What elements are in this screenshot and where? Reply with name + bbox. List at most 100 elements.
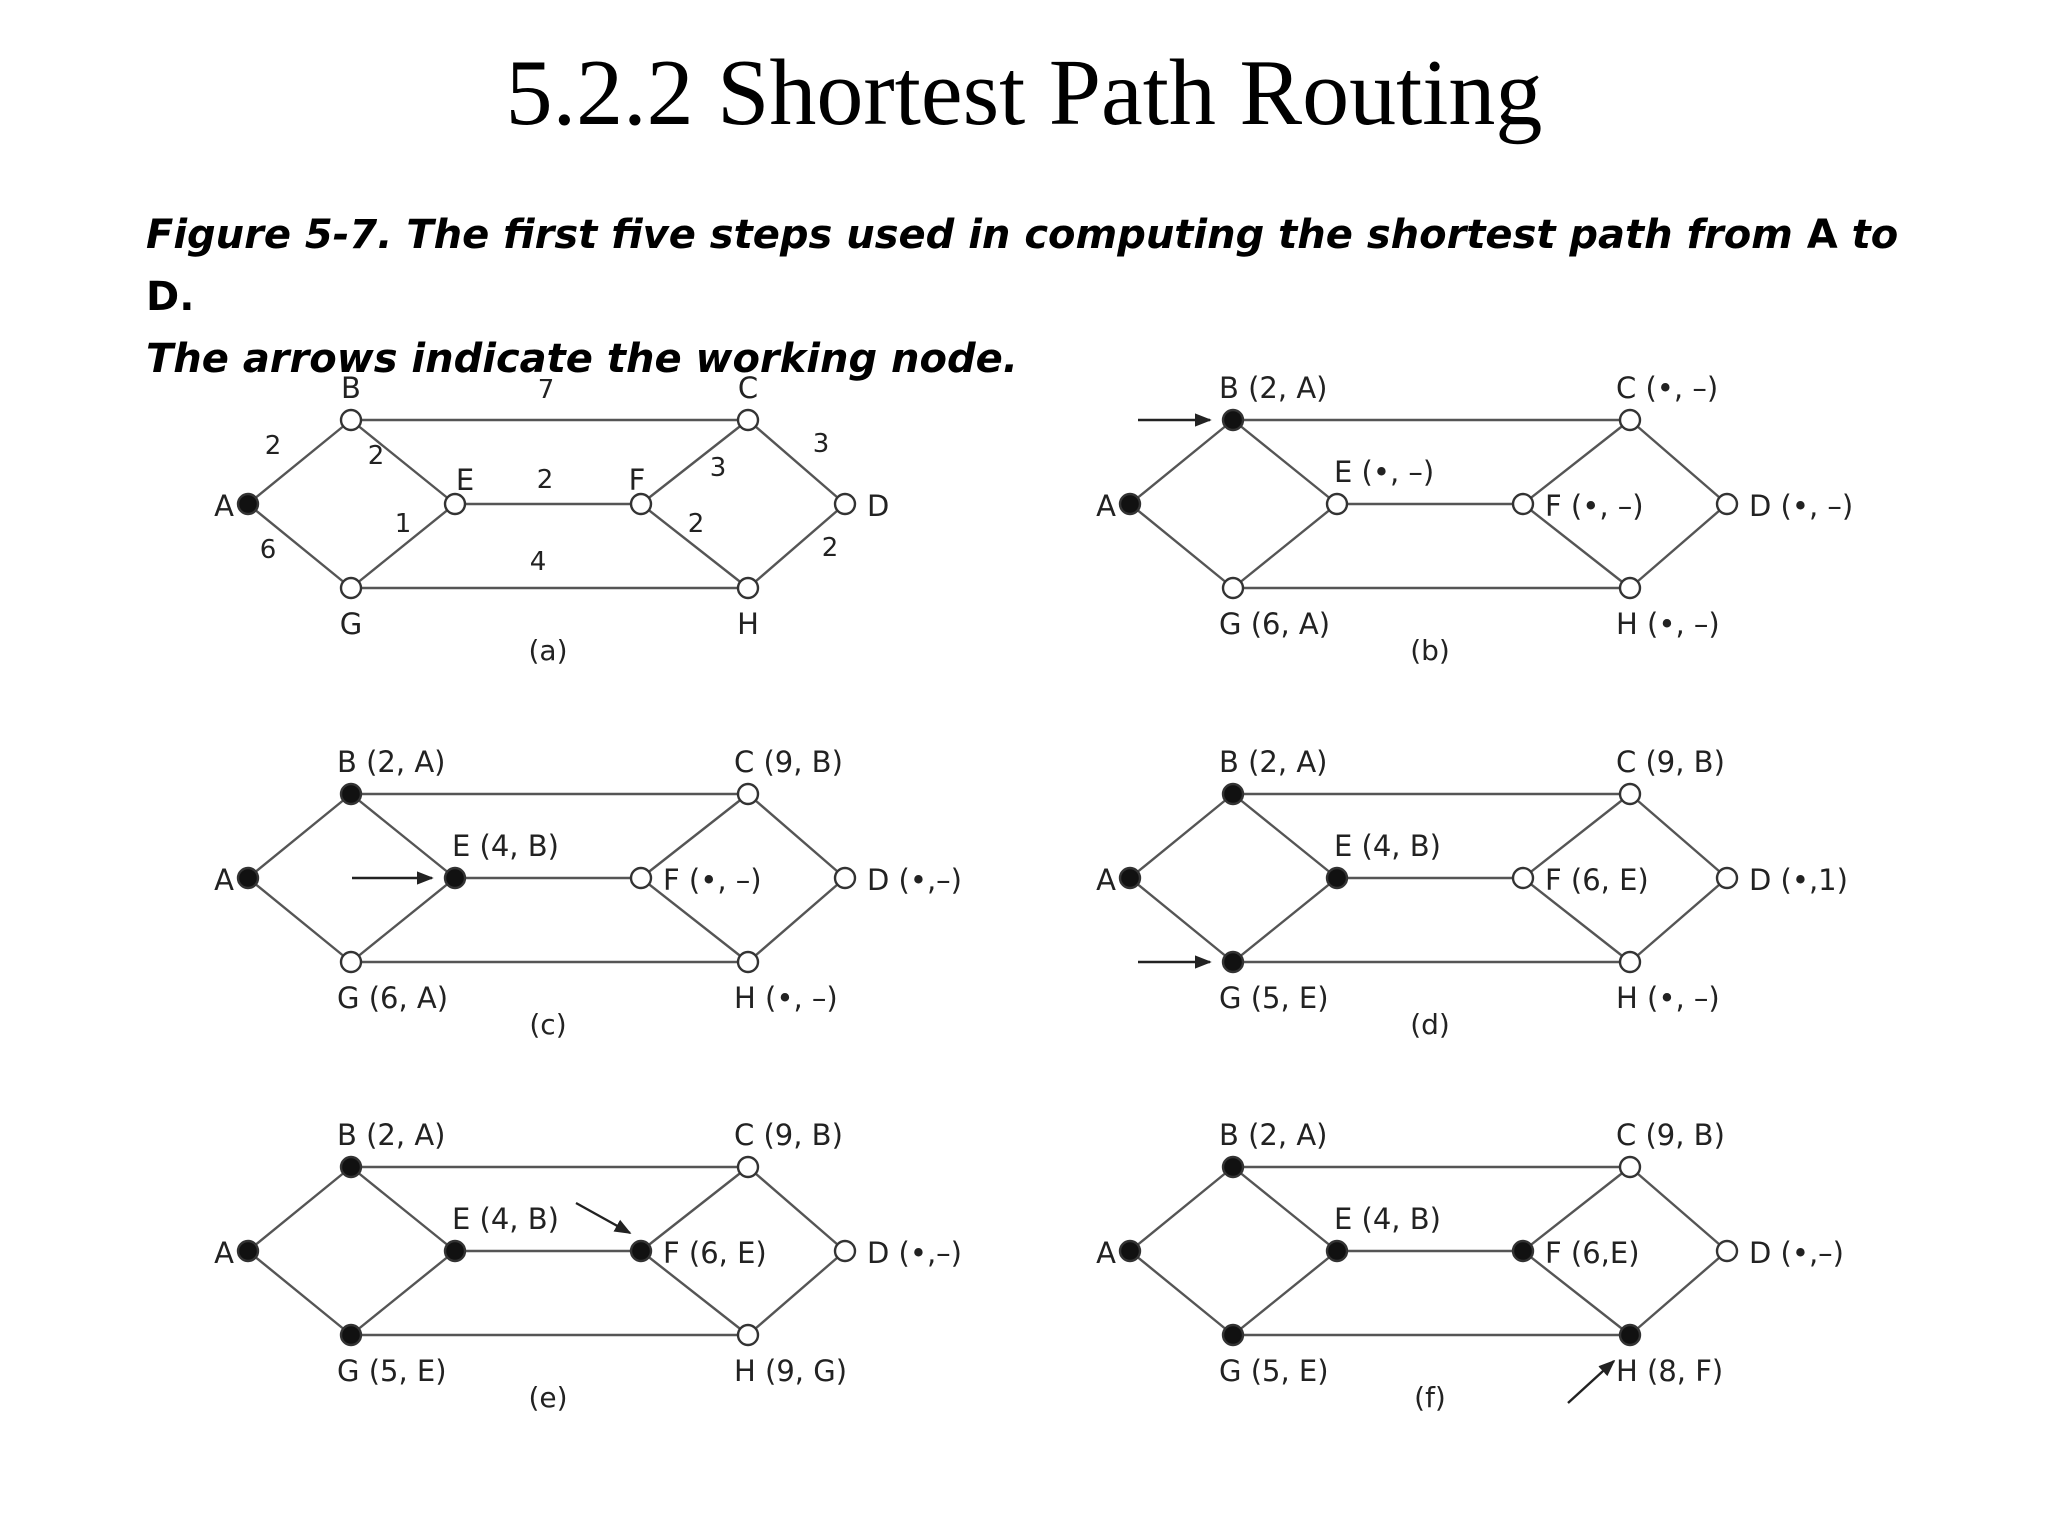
node-label-C: C (9, B) — [1616, 745, 1725, 779]
edge-CD — [747, 419, 846, 505]
edge-BE — [1232, 793, 1338, 879]
edge-weight-FH: 2 — [688, 509, 705, 539]
node-label-E: E (•, –) — [1334, 455, 1434, 489]
caption-period: . — [179, 274, 195, 320]
node-label-B: B (2, A) — [1219, 1118, 1327, 1152]
node-label-F: F (•, –) — [663, 863, 762, 897]
node-label-B: B (2, A) — [337, 745, 445, 779]
node-label-F: F (6, E) — [1545, 863, 1649, 897]
node-H-tentative — [736, 950, 760, 974]
node-label-E: E (4, B) — [452, 1202, 559, 1236]
node-label-G: G (6, A) — [337, 981, 448, 1015]
slide-title: 5.2.2 Shortest Path Routing — [505, 41, 1543, 145]
edge-weight-HD: 2 — [822, 533, 839, 563]
node-label-B: B (2, A) — [1219, 745, 1327, 779]
node-A-permanent — [236, 1239, 260, 1263]
node-label-C: C — [738, 371, 758, 405]
edge-FH — [640, 1250, 749, 1336]
edge-weight-BC: 7 — [538, 375, 555, 405]
node-label-H: H (9, G) — [734, 1354, 847, 1388]
edge-EG — [350, 503, 456, 589]
panel-sublabel: (f) — [1414, 1381, 1446, 1414]
edge-weight-AG: 6 — [260, 535, 277, 565]
node-H-tentative — [736, 1323, 760, 1347]
node-B-tentative — [339, 408, 363, 432]
figure-caption: Figure 5-7. The first five steps used in… — [146, 204, 1946, 390]
edge-FC — [1522, 1166, 1631, 1252]
node-label-C: C (9, B) — [1616, 1118, 1725, 1152]
node-B-permanent — [339, 782, 363, 806]
edge-FH — [1522, 877, 1631, 963]
edge-HD — [747, 877, 846, 963]
node-F-tentative — [1511, 492, 1535, 516]
edge-AG — [1129, 1250, 1234, 1336]
edge-CD — [1629, 793, 1728, 879]
node-label-G: G (5, E) — [337, 1354, 447, 1388]
edge-AB — [247, 419, 352, 505]
panel-c: AB (2, A)C (9, B)D (•,–)E (4, B)F (•, –)… — [214, 745, 962, 1041]
caption-text-a: Figure 5-7. The first five steps used in… — [146, 212, 1807, 258]
node-C-tentative — [1618, 408, 1642, 432]
edge-EG — [1232, 503, 1338, 589]
edge-FC — [640, 793, 749, 879]
node-label-H: H (•, –) — [734, 981, 838, 1015]
edge-FH — [1522, 503, 1631, 589]
node-E-tentative — [443, 492, 467, 516]
node-label-A: A — [1096, 863, 1116, 897]
working-node-arrow — [575, 1201, 632, 1235]
node-label-G: G (5, E) — [1219, 981, 1329, 1015]
node-label-C: C (•, –) — [1616, 371, 1718, 405]
edge-AB — [1129, 1166, 1234, 1252]
edge-FC — [640, 419, 749, 505]
edge-AB — [247, 1166, 352, 1252]
node-E-tentative — [1325, 492, 1349, 516]
node-H-permanent — [1618, 1323, 1642, 1347]
edge-weight-AB: 2 — [265, 431, 282, 461]
node-B-permanent — [339, 1155, 363, 1179]
node-F-permanent — [629, 1239, 653, 1263]
node-label-F: F (6,E) — [1545, 1236, 1640, 1270]
panel-sublabel: (d) — [1410, 1008, 1450, 1041]
edge-AG — [247, 1250, 352, 1336]
panel-sublabel: (c) — [529, 1008, 566, 1041]
edge-weight-FC: 3 — [710, 453, 727, 483]
node-A-permanent — [236, 492, 260, 516]
node-label-H: H (•, –) — [1616, 607, 1720, 641]
node-label-A: A — [1096, 489, 1116, 523]
edge-HD — [1629, 1250, 1728, 1336]
node-C-tentative — [1618, 1155, 1642, 1179]
caption-text-b: to — [1837, 212, 1899, 258]
edge-EG — [350, 1250, 456, 1336]
node-D-tentative — [833, 1239, 857, 1263]
node-F-tentative — [629, 866, 653, 890]
panel-d: AB (2, A)C (9, B)D (•,1)E (4, B)F (6, E)… — [1096, 745, 1848, 1041]
node-label-D: D (•,–) — [1749, 1236, 1844, 1270]
edge-FC — [640, 1166, 749, 1252]
edge-weight-CD: 3 — [813, 429, 830, 459]
node-A-permanent — [236, 866, 260, 890]
node-G-permanent — [1221, 950, 1245, 974]
edge-weight-EG: 1 — [395, 509, 412, 539]
panel-sublabel: (a) — [528, 634, 567, 667]
node-label-C: C (9, B) — [734, 745, 843, 779]
node-F-tentative — [1511, 866, 1535, 890]
edge-weight-EF: 2 — [537, 465, 554, 495]
edge-AG — [1129, 877, 1234, 963]
edge-weight-BE: 2 — [368, 441, 385, 471]
node-D-tentative — [1715, 866, 1739, 890]
edge-EG — [1232, 1250, 1338, 1336]
node-G-tentative — [339, 950, 363, 974]
caption-node-b: D — [146, 274, 180, 320]
node-label-B: B (2, A) — [337, 1118, 445, 1152]
node-D-tentative — [833, 492, 857, 516]
node-G-tentative — [1221, 576, 1245, 600]
edge-AB — [247, 793, 352, 879]
node-label-A: A — [1096, 1236, 1116, 1270]
node-A-permanent — [1118, 492, 1142, 516]
edge-FH — [640, 877, 749, 963]
node-label-B: B (2, A) — [1219, 371, 1327, 405]
node-label-D: D (•, –) — [1749, 489, 1853, 523]
edge-BE — [1232, 419, 1338, 505]
